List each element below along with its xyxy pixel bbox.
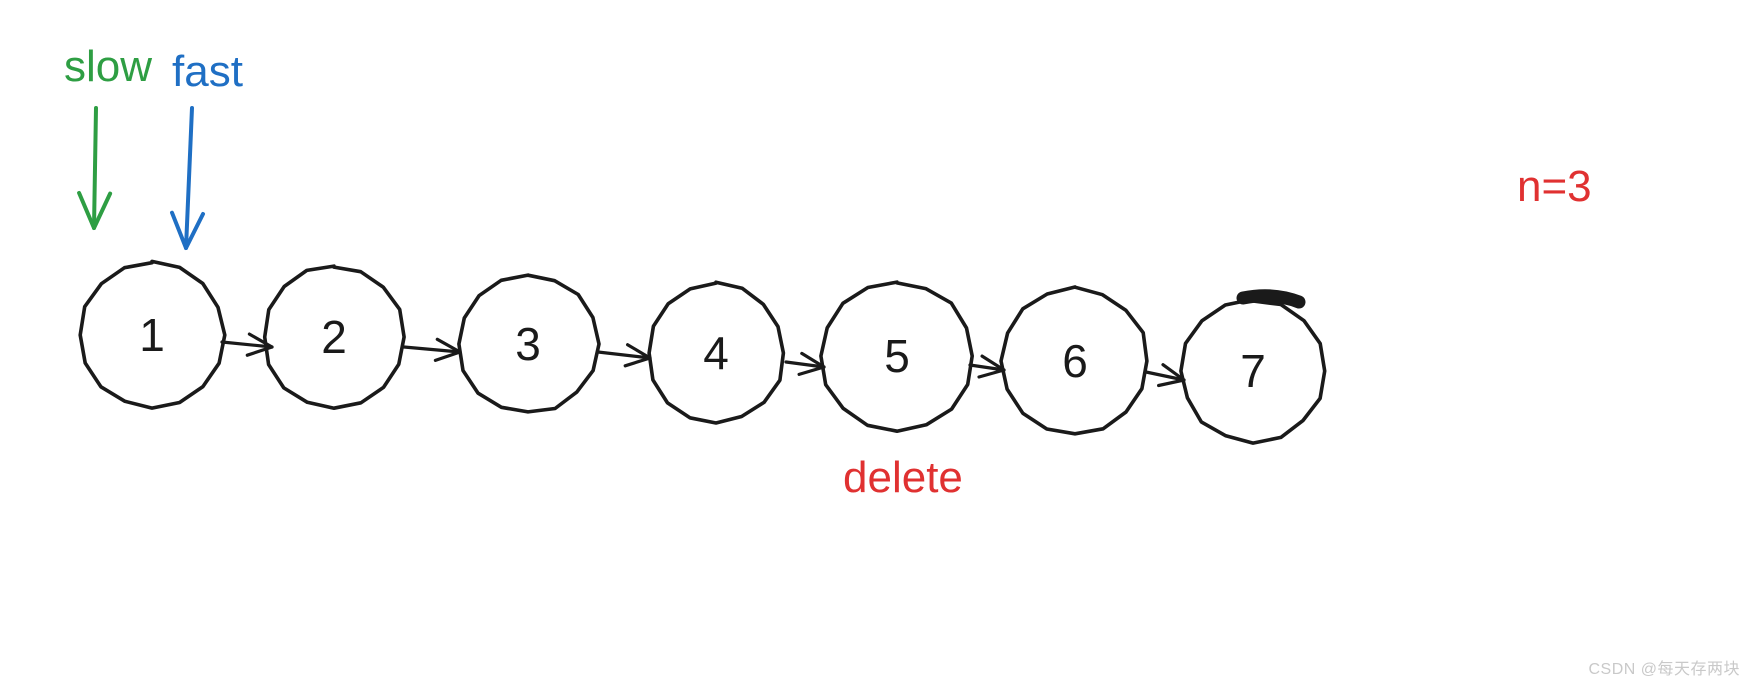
list-node: 7 <box>1179 297 1327 445</box>
pointer-arrow-fast <box>170 106 205 250</box>
list-node: 3 <box>457 273 601 414</box>
node-circle <box>819 280 974 433</box>
link-arrow <box>968 354 1006 379</box>
arrow-shaft <box>968 363 1006 372</box>
node-circle <box>1179 297 1327 445</box>
node-value: 5 <box>884 330 910 382</box>
arrow-shaft <box>220 340 274 349</box>
node-circle <box>999 285 1149 436</box>
n-value-label: n=3 <box>1517 162 1592 211</box>
list-node: 1 <box>78 259 227 410</box>
node-value: 1 <box>139 309 165 361</box>
pointer-arrow-slow <box>77 106 113 230</box>
node-circle <box>262 264 406 410</box>
link-arrow <box>1144 363 1186 388</box>
node-circle <box>78 259 227 410</box>
arrow-shaft <box>402 345 462 354</box>
arrow-shaft <box>1144 370 1186 382</box>
link-arrow <box>220 332 274 357</box>
node-value: 2 <box>321 311 347 363</box>
arrow-head <box>170 210 205 250</box>
link-arrow <box>784 351 826 376</box>
arrow-shaft <box>784 360 826 369</box>
arrow-shaft <box>596 350 652 360</box>
list-node: 4 <box>647 280 786 425</box>
node-value: 4 <box>703 327 729 379</box>
arrow-head <box>77 191 113 230</box>
link-arrow <box>402 337 462 362</box>
node-circle <box>647 280 786 425</box>
arrow-shaft <box>184 106 194 250</box>
ink-smudge <box>1236 289 1306 309</box>
list-node: 5 <box>819 280 974 433</box>
node-layer: 1 2 3 4 5 6 7 <box>78 259 1327 445</box>
csdn-watermark: CSDN @每天存两块 <box>1588 661 1740 678</box>
node-value: 3 <box>515 318 541 370</box>
node-value: 6 <box>1062 335 1088 387</box>
arrow-head <box>245 332 274 357</box>
fast-pointer-label: fast <box>172 47 243 96</box>
pointer-layer <box>77 106 205 250</box>
arrow-shaft <box>92 106 98 230</box>
slow-pointer-label: slow <box>64 42 153 91</box>
list-node: 2 <box>262 264 406 410</box>
link-arrow <box>596 343 652 368</box>
node-circle <box>457 273 601 414</box>
node-value: 7 <box>1240 345 1266 397</box>
list-node: 6 <box>999 285 1149 436</box>
delete-annotation-label: delete <box>843 453 963 502</box>
